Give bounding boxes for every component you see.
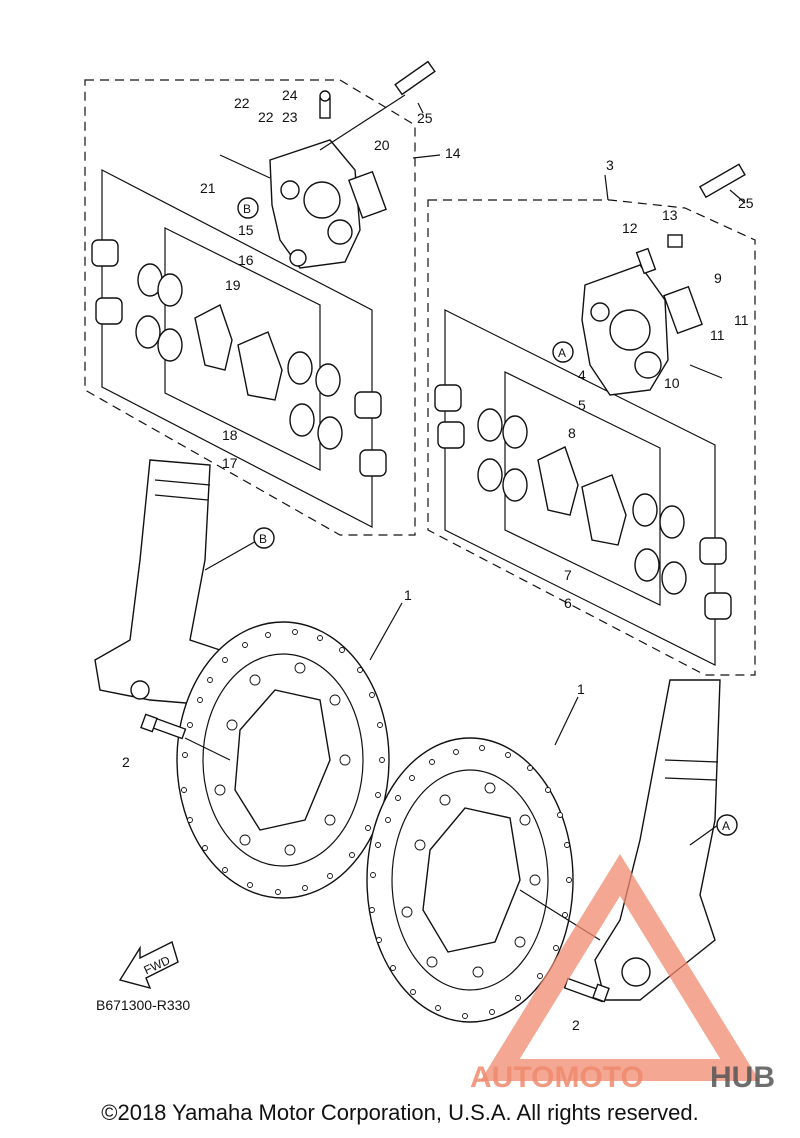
- callout-17: 17: [222, 455, 238, 471]
- callout-20: 20: [374, 137, 390, 153]
- callout-7: 7: [564, 567, 572, 583]
- callout-25-top: 25: [417, 110, 433, 126]
- callout-11-b: 11: [734, 312, 749, 328]
- callout-12: 12: [622, 220, 638, 236]
- callout-2-right: 2: [572, 1017, 580, 1033]
- callout-8: 8: [568, 425, 576, 441]
- reference-markers: B B A A: [237, 197, 738, 836]
- callout-6: 6: [564, 595, 572, 611]
- callout-18: 18: [222, 427, 238, 443]
- callout-15: 15: [238, 222, 254, 238]
- callout-13: 13: [662, 207, 678, 223]
- callout-9: 9: [714, 270, 722, 286]
- callout-2-left: 2: [122, 754, 130, 770]
- leader-lines: [369, 102, 746, 746]
- right-fork-leg: [594, 679, 721, 1001]
- callout-11-a: 11: [710, 327, 725, 343]
- callout-10: 10: [664, 375, 680, 391]
- callout-1-right: 1: [577, 681, 585, 697]
- callout-14: 14: [445, 145, 461, 161]
- left-piston-seal-set: [91, 239, 387, 477]
- watermark-logo: [480, 854, 760, 1081]
- callout-1-left: 1: [404, 587, 412, 603]
- callout-24: 24: [282, 87, 298, 103]
- right-caliper: [581, 163, 746, 396]
- ref-b-caliper: B: [243, 202, 251, 216]
- right-brake-disc: [366, 737, 574, 1023]
- callout-21: 21: [200, 180, 216, 196]
- callout-16: 16: [238, 252, 254, 268]
- callout-labels: 1 1 2 2 3 4 5 6 7 8 9 10 11 11 12 13 14 …: [122, 87, 754, 1033]
- diagram-code: B671300-R330: [96, 997, 190, 1013]
- callout-4: 4: [578, 367, 586, 383]
- left-brake-disc: [176, 621, 390, 899]
- callout-5: 5: [578, 397, 586, 413]
- watermark-text-primary: AUTOMOTO: [470, 1061, 644, 1094]
- disc-bolt-left: [140, 713, 231, 761]
- callout-25-right: 25: [738, 195, 754, 211]
- callout-22-a: 22: [234, 95, 250, 111]
- ref-b-fork: B: [259, 532, 267, 546]
- callout-22-b: 22: [258, 109, 274, 125]
- seal-kit-outline-right-upper: [444, 309, 716, 666]
- right-piston-seal-set: [434, 384, 732, 620]
- ref-a-caliper: A: [558, 346, 566, 360]
- callout-3: 3: [606, 157, 614, 173]
- ref-a-fork: A: [722, 819, 730, 833]
- forward-arrow: FWD: [118, 941, 179, 990]
- watermark-text-secondary: HUB: [710, 1061, 775, 1094]
- copyright-notice: ©2018 Yamaha Motor Corporation, U.S.A. A…: [101, 1100, 699, 1125]
- left-caliper: [219, 60, 436, 269]
- callout-23: 23: [282, 109, 298, 125]
- callout-19: 19: [225, 277, 241, 293]
- caliper-group-left-outline: [84, 79, 416, 536]
